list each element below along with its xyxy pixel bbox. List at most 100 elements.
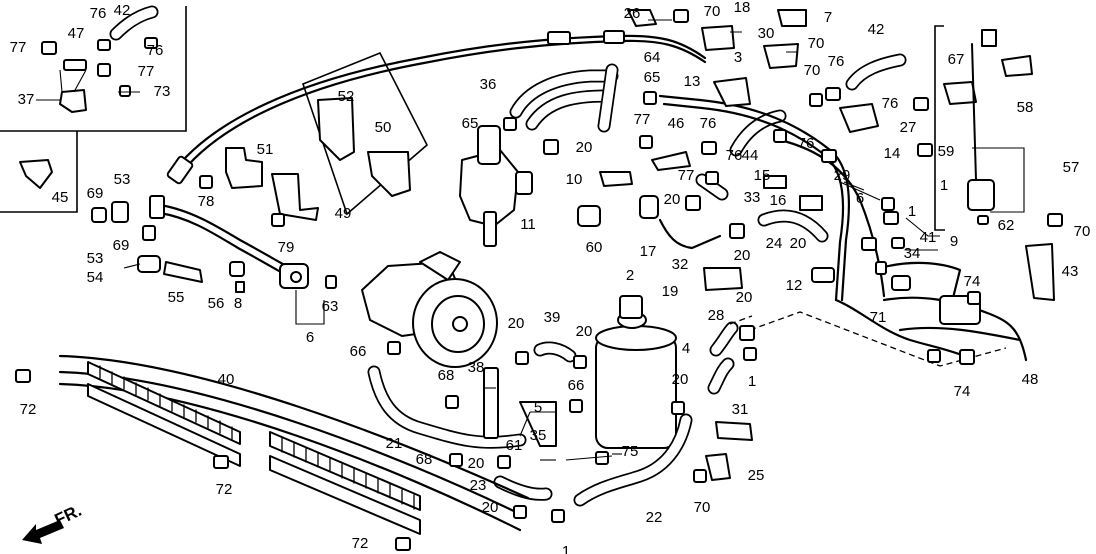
bracket-inset-frame (301, 51, 428, 216)
sensor-inset-frame (934, 25, 945, 231)
callout-45: 45 (52, 189, 69, 206)
callout-41: 41 (920, 229, 937, 246)
callout-42: 42 (114, 2, 131, 19)
power-steering-pump (361, 251, 498, 368)
callout-63: 63 (322, 298, 339, 315)
callout-18: 18 (734, 0, 751, 16)
callout-labels: 76 42 77 47 76 77 73 37 45 52 50 51 78 7… (10, 0, 1091, 554)
callout-76: 76 (828, 53, 845, 70)
callout-13: 13 (684, 73, 701, 90)
callout-57: 57 (1063, 159, 1080, 176)
callout-53: 53 (114, 171, 131, 188)
callout-30: 30 (758, 25, 775, 42)
callout-72: 72 (352, 535, 369, 552)
callout-34: 34 (904, 245, 921, 262)
callout-70: 70 (808, 35, 825, 52)
callout-20: 20 (576, 139, 593, 156)
callout-20: 20 (736, 289, 753, 306)
callout-15: 15 (754, 167, 771, 184)
callout-79: 79 (278, 239, 295, 256)
callout-17: 17 (640, 243, 657, 260)
callout-42: 42 (868, 21, 885, 38)
callout-11: 11 (520, 216, 536, 233)
inset-frames (0, 6, 945, 231)
callout-50: 50 (375, 119, 392, 136)
callout-20: 20 (468, 455, 485, 472)
callout-67: 67 (948, 51, 965, 68)
callout-22: 22 (646, 509, 663, 526)
callout-76: 76 (90, 5, 107, 22)
callout-59: 59 (938, 143, 955, 160)
callout-4: 4 (682, 340, 690, 357)
callout-47: 47 (68, 25, 85, 42)
callout-68: 68 (438, 367, 455, 384)
callout-49: 49 (335, 205, 352, 222)
callout-23: 23 (470, 477, 487, 494)
callout-1: 1 (940, 177, 948, 194)
callout-43: 43 (1062, 263, 1079, 280)
callout-72: 72 (20, 401, 37, 418)
callout-74: 74 (954, 383, 971, 400)
callout-53: 53 (87, 250, 104, 267)
callout-6: 6 (856, 190, 864, 207)
callout-72: 72 (216, 481, 233, 498)
callout-69: 69 (113, 237, 130, 254)
callout-5: 5 (534, 399, 542, 416)
callout-33: 33 (744, 189, 761, 206)
callout-27: 27 (900, 119, 917, 136)
callout-77: 77 (10, 39, 27, 56)
reservoir (595, 295, 677, 449)
callout-38: 38 (468, 359, 485, 376)
callout-66: 66 (350, 343, 367, 360)
callout-65: 65 (644, 69, 661, 86)
callout-70: 70 (694, 499, 711, 516)
callout-69: 69 (87, 185, 104, 202)
callout-12: 12 (786, 277, 803, 294)
callout-73: 73 (154, 83, 171, 100)
callout-1: 1 (562, 543, 570, 554)
callout-48: 48 (1022, 371, 1039, 388)
callout-25: 25 (748, 467, 765, 484)
top-left-clips (19, 5, 159, 189)
callout-76: 76 (882, 95, 899, 112)
callout-64: 64 (644, 49, 661, 66)
callout-46: 46 (668, 115, 685, 132)
callout-1: 1 (748, 373, 756, 390)
callout-51: 51 (257, 141, 274, 158)
callout-70: 70 (1074, 223, 1091, 240)
callout-20: 20 (576, 323, 593, 340)
callout-66: 66 (568, 377, 585, 394)
callout-14: 14 (884, 145, 901, 162)
callout-74: 74 (964, 273, 981, 290)
callout-20: 20 (790, 235, 807, 252)
callout-7: 7 (824, 9, 832, 26)
callout-35: 35 (530, 427, 547, 444)
callout-29: 29 (834, 167, 851, 184)
callout-71: 71 (870, 309, 887, 326)
callout-55: 55 (168, 289, 185, 306)
callout-1: 1 (908, 203, 916, 220)
callout-56: 56 (208, 295, 225, 312)
callout-20: 20 (734, 247, 751, 264)
callout-20: 20 (672, 371, 689, 388)
callout-52: 52 (338, 88, 355, 105)
pressure-pipe (149, 30, 707, 289)
callout-54: 54 (87, 269, 104, 286)
callout-61: 61 (506, 437, 523, 454)
callout-28: 28 (708, 307, 725, 324)
callout-58: 58 (1017, 99, 1034, 116)
callout-68: 68 (416, 451, 433, 468)
callout-75: 75 (622, 443, 639, 460)
callout-31: 31 (732, 401, 749, 418)
callout-36: 36 (480, 76, 497, 93)
callout-20: 20 (482, 499, 499, 516)
callout-10: 10 (566, 171, 583, 188)
callout-70: 70 (704, 3, 721, 20)
callout-16: 16 (770, 192, 787, 209)
callout-40: 40 (218, 371, 235, 388)
callout-77: 77 (634, 111, 651, 128)
callout-76: 76 (726, 147, 743, 164)
callout-26: 26 (624, 5, 641, 22)
callout-24: 24 (766, 235, 783, 252)
